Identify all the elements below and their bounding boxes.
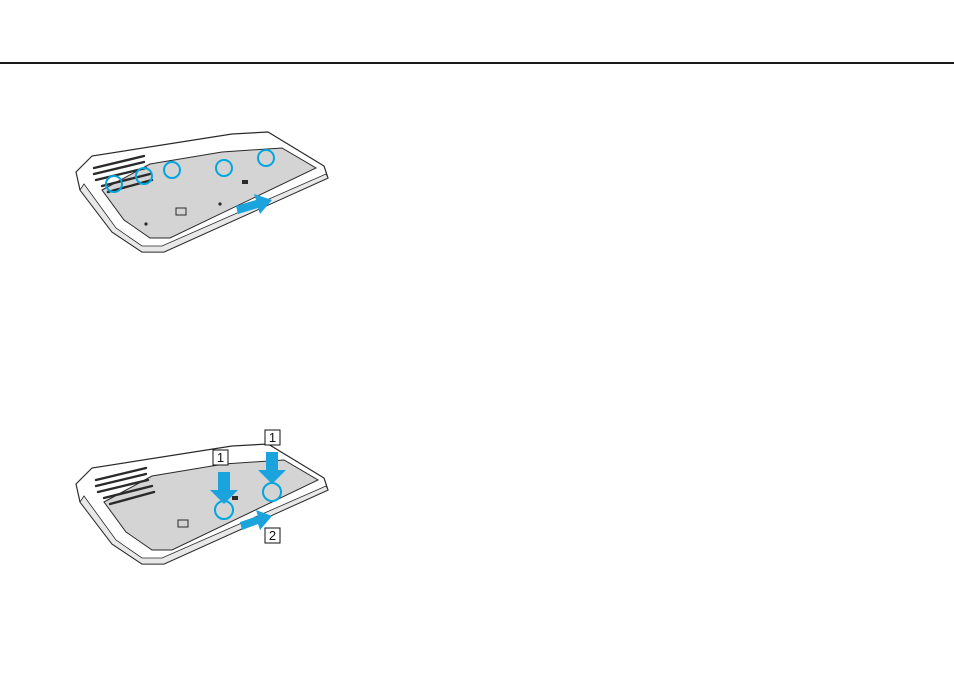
svg-text:2: 2 (269, 528, 276, 543)
step-label-2: 2 (265, 528, 280, 543)
svg-text:1: 1 (217, 450, 224, 465)
laptop-bottom-screws-figure (72, 128, 332, 256)
step-label-1b: 1 (265, 430, 280, 445)
step-label-1a: 1 (213, 450, 228, 465)
svg-text:1: 1 (269, 430, 276, 445)
laptop-bottom-remove-cover-figure: 1 1 2 (72, 428, 332, 568)
header-rule (0, 62, 954, 64)
